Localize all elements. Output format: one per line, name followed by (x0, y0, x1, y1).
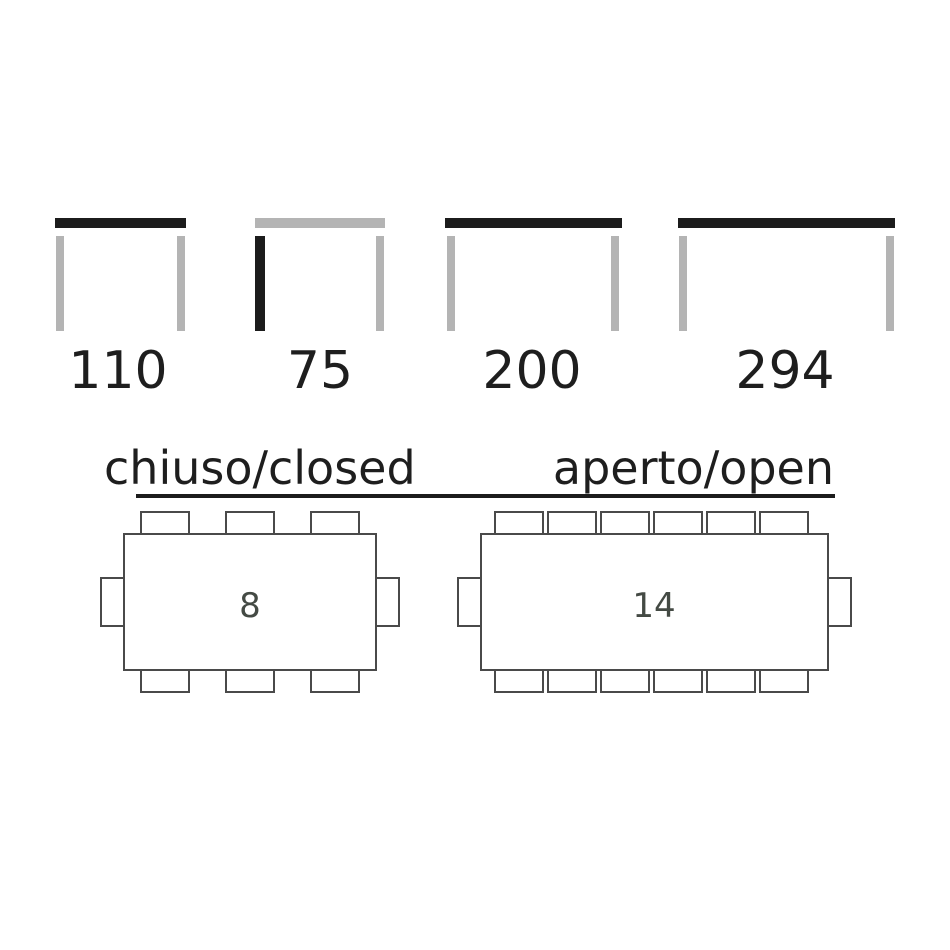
table-leg-left (255, 236, 265, 331)
table-top-bar (678, 218, 895, 228)
chair-bottom (600, 669, 650, 693)
table-top-bar (445, 218, 622, 228)
mode-divider-line (136, 494, 835, 498)
chair-bottom (547, 669, 597, 693)
chair-top (225, 511, 275, 535)
chair-top (140, 511, 190, 535)
chair-right (375, 577, 400, 627)
chair-bottom (494, 669, 544, 693)
chair-top (494, 511, 544, 535)
chair-left (457, 577, 482, 627)
chair-top (653, 511, 703, 535)
table-leg-left (56, 236, 64, 331)
dimension-label-height: 75 (287, 341, 353, 401)
table-top-bar (255, 218, 385, 228)
dimension-label-open-length: 294 (735, 341, 834, 401)
table-leg-right (177, 236, 185, 331)
width-dimension-icon (55, 218, 186, 331)
chair-top (547, 511, 597, 535)
dimension-label-width: 110 (68, 341, 167, 401)
height-dimension-icon (255, 218, 385, 331)
table-leg-right (376, 236, 384, 331)
chair-top (706, 511, 756, 535)
closed-seat-count: 8 (239, 586, 261, 626)
chair-bottom (310, 669, 360, 693)
table-top-bar (55, 218, 186, 228)
table-leg-right (886, 236, 894, 331)
chair-bottom (706, 669, 756, 693)
dimension-label-closed-length: 200 (482, 341, 581, 401)
chair-bottom (225, 669, 275, 693)
chair-bottom (140, 669, 190, 693)
chair-right (827, 577, 852, 627)
chair-top (759, 511, 809, 535)
table-leg-right (611, 236, 619, 331)
open-mode-label: aperto/open (553, 441, 834, 495)
closed-length-dimension-icon (445, 218, 622, 331)
open-seating-layout (457, 511, 852, 693)
open-length-dimension-icon (678, 218, 895, 331)
closed-mode-label: chiuso/closed (104, 441, 416, 495)
closed-seating-layout (100, 511, 400, 693)
chair-bottom (759, 669, 809, 693)
table-leg-left (679, 236, 687, 331)
chair-top (600, 511, 650, 535)
chair-top (310, 511, 360, 535)
chair-bottom (653, 669, 703, 693)
open-seat-count: 14 (632, 586, 675, 626)
chair-left (100, 577, 125, 627)
table-leg-left (447, 236, 455, 331)
